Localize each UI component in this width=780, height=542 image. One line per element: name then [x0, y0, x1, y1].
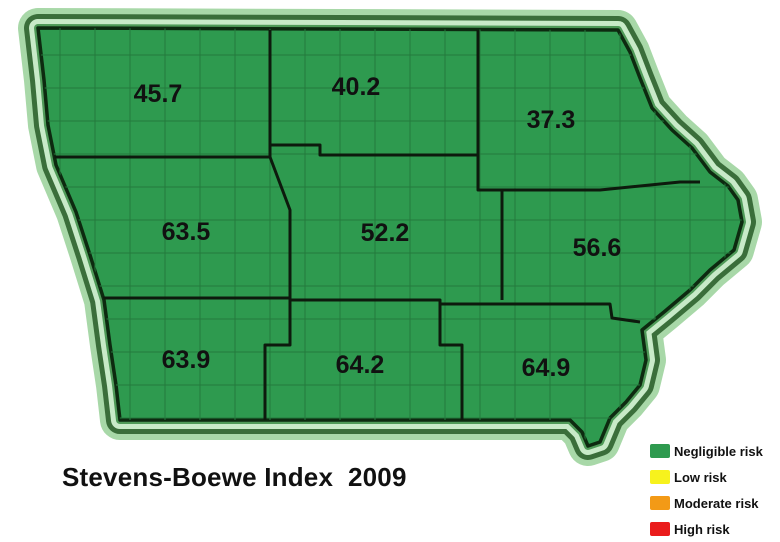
legend-swatch	[650, 496, 670, 510]
region-boundaries	[48, 30, 700, 420]
legend-swatch	[650, 470, 670, 484]
region-value-east-central: 56.6	[573, 234, 622, 262]
region-value-south-central: 64.2	[336, 351, 385, 379]
legend-item: Moderate risk	[650, 490, 763, 516]
legend-label: Negligible risk	[674, 443, 763, 459]
region-value-central: 52.2	[361, 219, 410, 247]
region-value-west-central: 63.5	[162, 218, 211, 246]
region-value-northeast: 37.3	[527, 106, 576, 134]
legend-item: Low risk	[650, 464, 763, 490]
legend-label: High risk	[674, 521, 730, 537]
legend: Negligible risk Low risk Moderate risk H…	[650, 438, 763, 542]
county-grid	[38, 28, 742, 446]
legend-item: High risk	[650, 516, 763, 542]
region-value-north-central: 40.2	[332, 73, 381, 101]
legend-item: Negligible risk	[650, 438, 763, 464]
map-title: Stevens-Boewe Index 2009	[62, 462, 407, 492]
region-value-northwest: 45.7	[134, 80, 183, 108]
legend-label: Low risk	[674, 469, 727, 485]
legend-swatch	[650, 522, 670, 536]
region-value-southeast: 64.9	[522, 354, 571, 382]
region-value-southwest: 63.9	[162, 346, 211, 374]
legend-swatch	[650, 444, 670, 458]
legend-label: Moderate risk	[674, 495, 759, 511]
